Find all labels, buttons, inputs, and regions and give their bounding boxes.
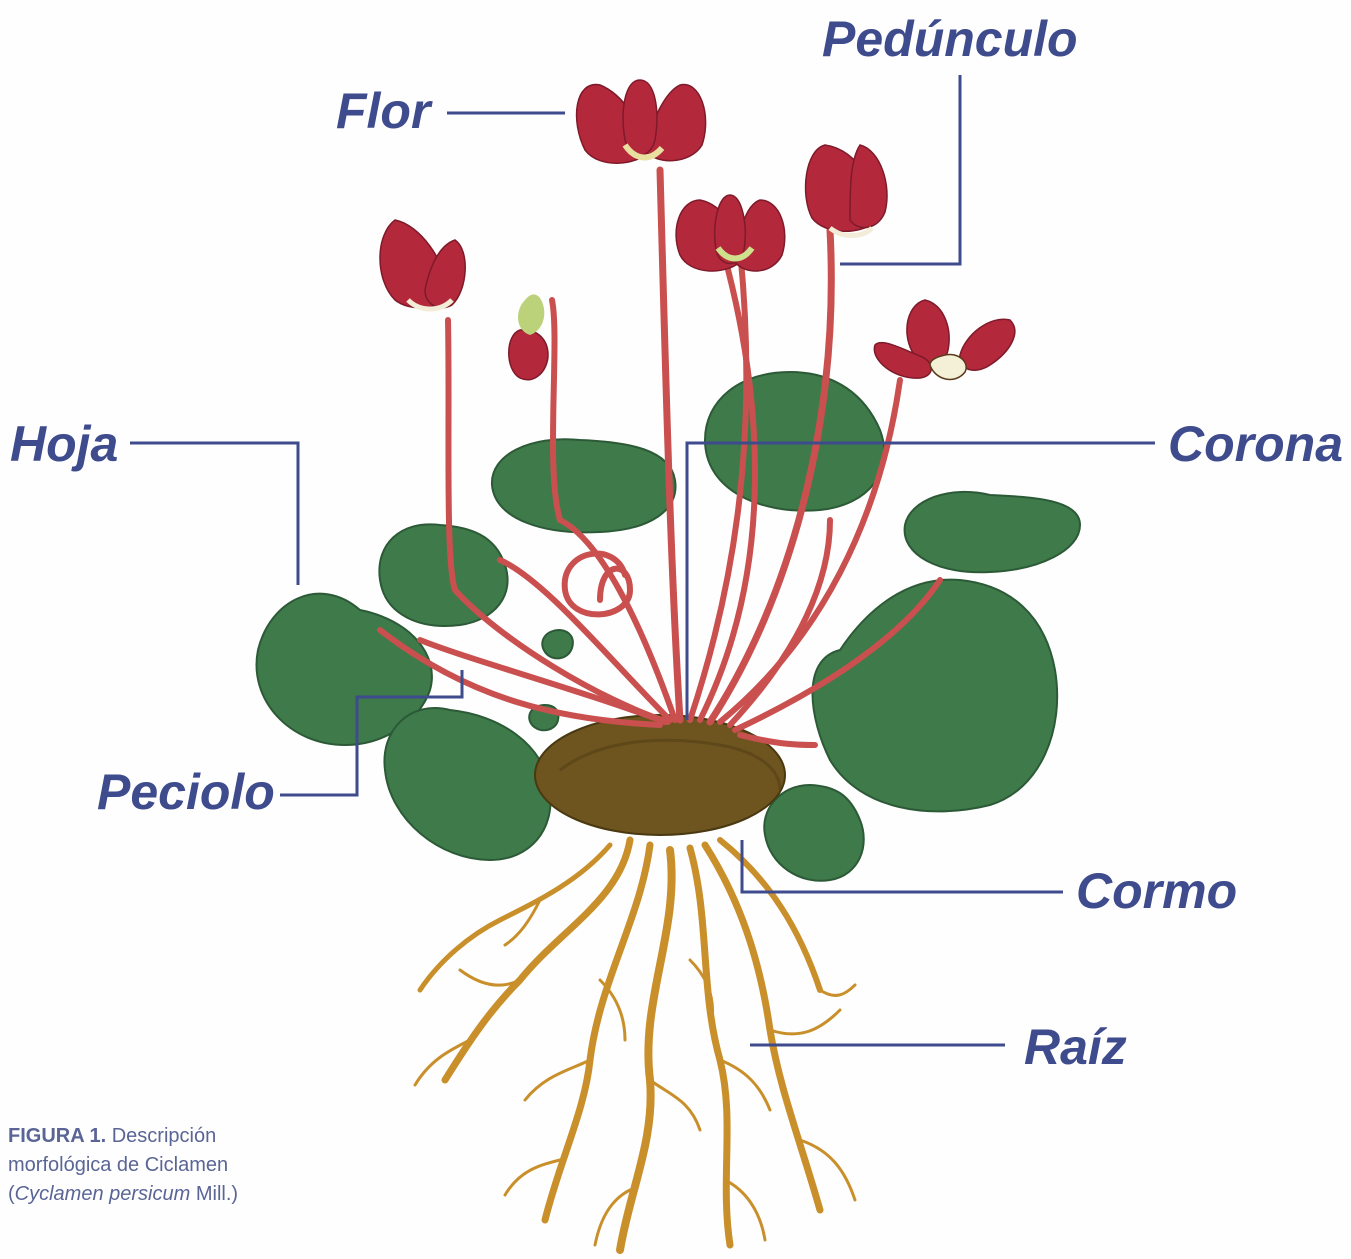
corm (535, 715, 785, 835)
flower-top (577, 80, 706, 163)
caption-line-2: morfológica de Ciclamen (8, 1151, 238, 1180)
caption-line-1: FIGURA 1. Descripción (8, 1122, 238, 1151)
flower-left (380, 220, 465, 309)
flower-right-top (806, 145, 887, 236)
caption-text-1: Descripción (112, 1125, 216, 1147)
label-hoja: Hoja (10, 419, 118, 469)
caption-open-paren: ( (8, 1183, 15, 1205)
label-corona: Corona (1168, 419, 1343, 469)
flowers (380, 80, 1015, 380)
flower-open (874, 300, 1014, 379)
label-raiz: Raíz (1024, 1022, 1127, 1072)
flower-bud (509, 294, 548, 379)
label-flor: Flor (336, 86, 430, 136)
flower-middle (676, 195, 785, 271)
figure-caption: FIGURA 1. Descripción morfológica de Cic… (8, 1122, 238, 1209)
caption-line-3: (Cyclamen persicum Mill.) (8, 1180, 238, 1209)
caption-label: FIGURA 1. (8, 1125, 106, 1147)
label-peduncle: Pedúnculo (822, 14, 1078, 64)
leader-hoja (130, 443, 298, 585)
caption-author: Mill.) (190, 1183, 238, 1205)
caption-species: Cyclamen persicum (15, 1183, 191, 1205)
label-cormo: Cormo (1076, 866, 1237, 916)
label-peciolo: Peciolo (97, 767, 275, 817)
